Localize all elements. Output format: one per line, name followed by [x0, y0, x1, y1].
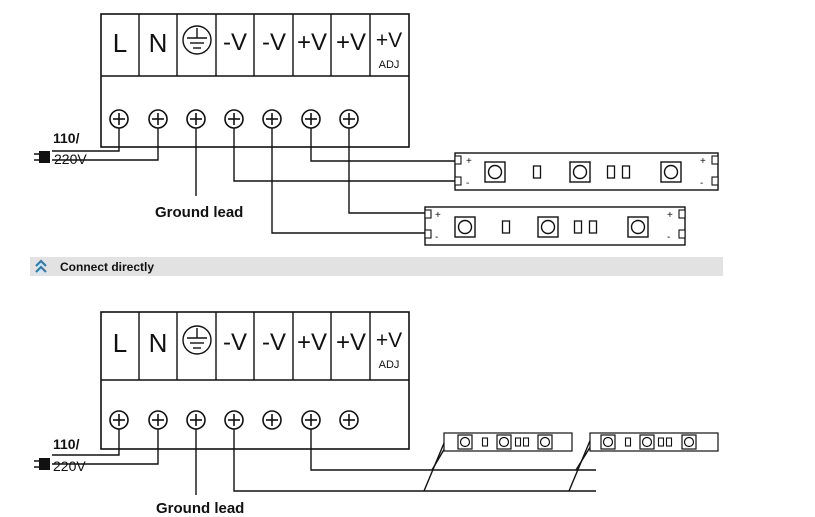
power-plug-icon: [34, 458, 50, 470]
led-strip-bottom-1: [443, 432, 573, 452]
strip-plus-label-2-end: +: [667, 210, 673, 221]
terminal-label-minus-v-1: -V: [223, 29, 247, 56]
strip-plus-label: +: [466, 156, 472, 167]
ground-lead-label-bottom: Ground lead: [156, 500, 244, 517]
strip-plus-label-2: +: [435, 210, 441, 221]
power-plug-icon: [34, 151, 50, 163]
section-title: Connect directly: [60, 260, 154, 274]
section-bar: Connect directly: [30, 257, 723, 276]
ground-lead-label-top: Ground lead: [155, 204, 243, 221]
mains-label-110-b: 110/: [53, 436, 80, 452]
mains-input-bottom: 110/ 220V: [34, 436, 86, 474]
adj-label: ADJ: [379, 59, 400, 71]
strip-minus-label-2: -: [435, 232, 438, 243]
strip-minus-label: -: [466, 178, 469, 189]
terminal-label-minus-v-2: -V: [262, 29, 286, 56]
wiring-bottom: [52, 429, 598, 495]
led-strip-top-1: + - + -: [454, 152, 719, 191]
earth-ground-icon: [182, 25, 212, 55]
terminal-label-l: L: [113, 28, 127, 58]
strip-minus-label-end: -: [700, 178, 703, 189]
mains-label-220v-b: 220V: [53, 458, 86, 474]
wiring-top: [52, 128, 455, 234]
earth-ground-icon: [182, 325, 212, 355]
terminal-label-n-b: N: [149, 328, 168, 358]
double-chevron-up-icon: [35, 259, 47, 273]
terminal-label-minus-v-2-b: -V: [262, 329, 286, 356]
terminal-label-plus-v-adj-b: +V: [376, 329, 402, 352]
terminal-label-minus-v-1-b: -V: [223, 329, 247, 356]
terminal-label-plus-v-adj: +V: [376, 29, 402, 52]
terminal-label-plus-v-2-b: +V: [336, 329, 366, 356]
led-strip-top-2: + - + -: [424, 206, 686, 246]
adj-label-b: ADJ: [379, 359, 400, 371]
power-supply-bottom: L N -V -V +V +V +V ADJ: [100, 311, 410, 450]
mains-label-110: 110/: [53, 130, 80, 146]
mains-input-top: 110/ 220V: [34, 130, 87, 167]
terminal-label-plus-v-1-b: +V: [297, 329, 327, 356]
strip-plus-label-end: +: [700, 156, 706, 167]
mains-label-220v: 220V: [54, 151, 87, 167]
terminal-label-n: N: [149, 28, 168, 58]
terminal-label-plus-v-2: +V: [336, 29, 366, 56]
strip-minus-label-2-end: -: [667, 232, 670, 243]
power-supply-top: L N -V -V +V +V +V ADJ: [100, 13, 410, 148]
led-strip-bottom-2: [589, 432, 719, 452]
terminal-label-l-b: L: [113, 328, 127, 358]
terminal-label-plus-v-1: +V: [297, 29, 327, 56]
